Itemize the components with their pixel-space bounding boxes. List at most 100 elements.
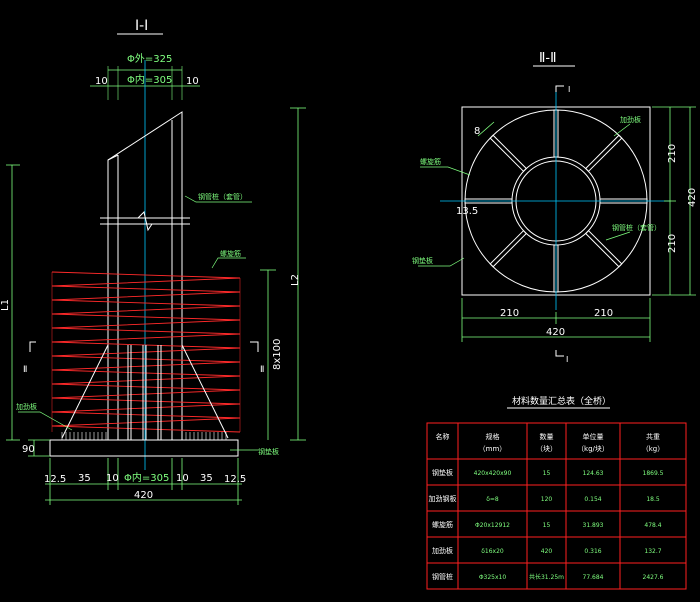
dim-8: 8	[474, 126, 480, 137]
dim-420-bottom: 420	[546, 327, 565, 338]
radial-stiffener	[489, 229, 528, 268]
table-header-unit: （mm）	[479, 445, 507, 453]
label-steel-pipe-2: 钢管桩（套管）	[612, 223, 661, 232]
dim-b-125-l: 12.5	[44, 474, 66, 485]
table-cell: 15	[543, 470, 551, 477]
dim-b-10-l: 10	[106, 473, 119, 484]
dim-left-10: 10	[95, 76, 108, 87]
sec-mark-top: Ⅰ	[568, 85, 570, 94]
table-cell: 0.316	[584, 548, 601, 555]
dim-13-5: 13.5	[456, 206, 478, 217]
table-cell: δ16x20	[481, 548, 504, 555]
stiffener-plates	[61, 344, 229, 439]
anchor-bars	[127, 345, 162, 440]
table-cell: Φ325x10	[479, 574, 507, 581]
label-base-plate-2: 钢垫板	[412, 256, 433, 265]
section-2-bottom-dims	[461, 298, 651, 342]
dim-b-10-r: 10	[176, 473, 189, 484]
table-cell: 共长31.25m	[529, 573, 564, 581]
table-cell: 420	[541, 548, 553, 555]
dim-right-10: 10	[186, 76, 199, 87]
material-table: 材料数量汇总表（全桥） 名称 规格 （mm） 数量 （块） 单位量 （kg/块） 共重 （kg）…	[426, 395, 687, 590]
dim-210-bottom-right: 210	[594, 308, 613, 319]
table-cell: 钢垫板	[432, 468, 453, 477]
section-1-title: Ⅰ-Ⅰ	[135, 18, 148, 34]
table-header-unit: （kg）	[642, 445, 665, 453]
dim-L2: L2	[290, 274, 301, 286]
table-cell: 2427.6	[643, 574, 664, 581]
dim-total-420: 420	[134, 490, 153, 501]
table-cell: 1869.5	[643, 470, 664, 477]
section-2-view: Ⅱ-Ⅱ Ⅰ Ⅰ 210 210 420	[412, 51, 698, 364]
dim-420-right: 420	[687, 188, 698, 207]
radial-stiffener	[464, 198, 513, 204]
table-title: 材料数量汇总表（全桥）	[512, 395, 611, 407]
label-spiral: 螺旋筋	[220, 249, 241, 258]
table-cell: 螺旋筋	[432, 520, 453, 529]
label-steel-pipe: 钢管桩（套管）	[198, 192, 247, 201]
radial-stiffener	[553, 109, 559, 158]
table-cell: 31.893	[583, 522, 604, 529]
table-grid	[426, 422, 687, 590]
base-plate	[49, 439, 239, 457]
table-cell: 0.154	[584, 496, 601, 503]
dim-bottom-inner: Φ内=305	[124, 471, 169, 484]
radial-stiffener	[599, 198, 648, 204]
table-header: 单位量	[583, 432, 604, 441]
table-cell: 124.63	[583, 470, 604, 477]
table-cell: 15	[543, 522, 551, 529]
table-header: 规格	[486, 432, 500, 441]
section-1-view: Ⅰ-Ⅰ Φ外=325 Φ内=305 10 10	[0, 18, 306, 505]
dim-b-35-r: 35	[200, 473, 213, 484]
weld-hatch	[61, 432, 227, 440]
radial-stiffener	[553, 244, 559, 293]
dim-L1: L1	[0, 299, 11, 311]
label-stiffener-2: 加劲板	[620, 115, 641, 124]
section-2-leaders	[418, 123, 631, 267]
dim-top-inner: Φ内=305	[127, 73, 172, 86]
table-cell: 478.4	[644, 522, 661, 529]
section-2-right-dims	[652, 106, 696, 296]
dim-b-35-l: 35	[78, 473, 91, 484]
section-2-title: Ⅱ-Ⅱ	[539, 51, 557, 66]
table-cell: 18.5	[646, 496, 660, 503]
label-spiral-2: 螺旋筋	[420, 157, 441, 166]
table-cell: 120	[541, 496, 553, 503]
table-cell: 420x420x90	[474, 470, 512, 477]
dim-L2-group	[260, 107, 306, 441]
radial-stiffener	[584, 134, 623, 173]
table-header: 共重	[646, 432, 660, 441]
section-1-leaders	[18, 195, 258, 451]
table-cell: 132.7	[644, 548, 661, 555]
table-cells: 名称 规格 （mm） 数量 （块） 单位量 （kg/块） 共重 （kg） 钢垫板 420x420x9…	[429, 432, 665, 581]
table-cell: δ=8	[486, 496, 499, 503]
dim-210-bottom-left: 210	[500, 308, 519, 319]
dim-210-right-bottom: 210	[667, 234, 678, 253]
table-header-unit: （块）	[536, 444, 557, 453]
label-stiffener: 加劲板	[16, 402, 37, 411]
radial-stiffeners	[464, 109, 648, 293]
dim-90: 90	[22, 444, 35, 455]
dim-top-outer: Φ外=325	[127, 53, 172, 65]
table-cell: Φ20x12912	[475, 522, 510, 529]
table-header: 名称	[436, 432, 450, 441]
table-header-unit: （kg/块）	[577, 444, 609, 453]
radial-stiffener	[489, 134, 528, 173]
dim-8x100: 8x100	[272, 339, 283, 370]
sec-mark-left: Ⅱ	[23, 365, 27, 375]
section-1-marks	[555, 85, 564, 357]
table-cell: 钢管桩	[432, 572, 453, 581]
label-base-plate: 钢垫板	[258, 447, 279, 456]
table-cell: 加劲钢板	[429, 494, 457, 503]
table-header: 数量	[540, 432, 554, 441]
dim-bottom-group	[45, 458, 242, 505]
table-cell: 加劲板	[432, 546, 453, 555]
sec-mark-bottom: Ⅰ	[566, 355, 568, 364]
dim-210-right-top: 210	[667, 144, 678, 163]
sec-mark-right: Ⅱ	[260, 365, 264, 375]
dim-L1-group	[6, 164, 50, 457]
table-cell: 77.684	[583, 574, 604, 581]
section-2-marks	[29, 341, 259, 352]
dim-b-125-r: 12.5	[224, 474, 246, 485]
